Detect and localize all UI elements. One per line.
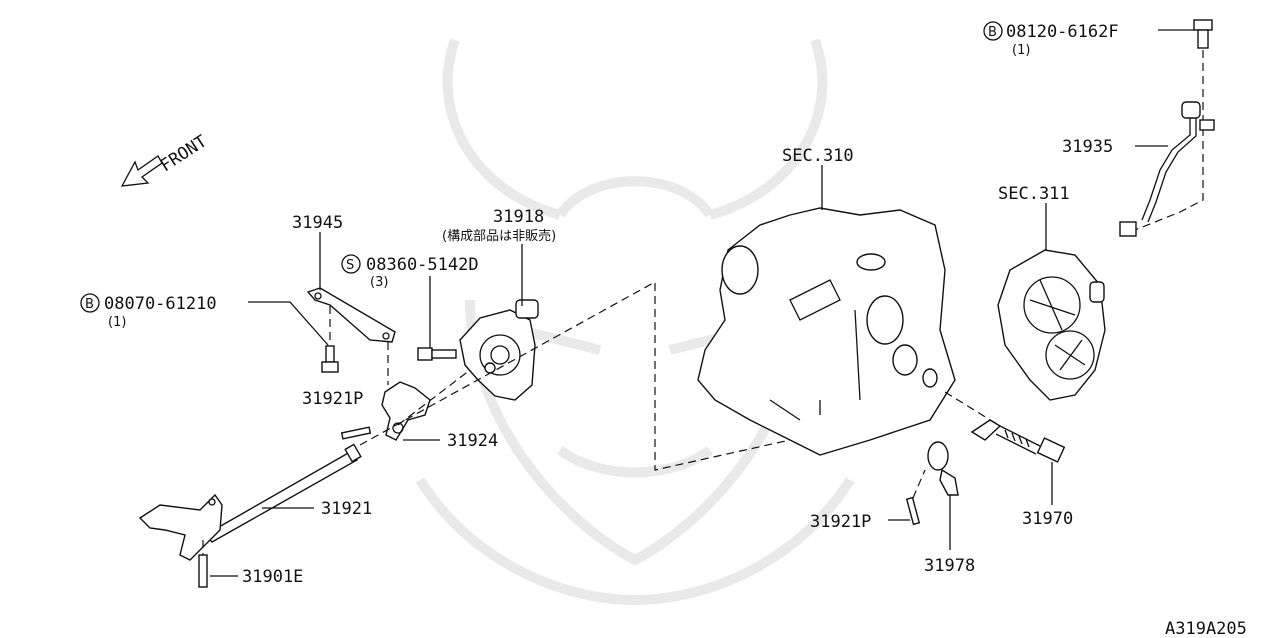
bolt-top-qty: (1) [1012, 43, 1030, 58]
pin-bottom [198, 554, 208, 588]
sec310-label: SEC.310 [782, 146, 854, 166]
bolt-left-badge: B [80, 293, 100, 313]
pin-left [340, 426, 372, 440]
harness-label: 31935 [1062, 137, 1113, 157]
pin-bottom-label: 31901E [242, 567, 303, 587]
front-arrow-icon [120, 155, 163, 187]
screw-badge: S [341, 254, 361, 274]
sec311-label: SEC.311 [998, 184, 1070, 204]
pin-left-label: 31921P [302, 389, 363, 409]
switch-harness [1119, 101, 1215, 237]
collar [927, 441, 959, 496]
sector-lever [381, 381, 431, 441]
shaft [138, 443, 362, 561]
diagram-code: A319A205 [1165, 619, 1247, 638]
shaft-label: 31921 [321, 499, 372, 519]
svg-text:S: S [346, 258, 354, 273]
pump-body [459, 299, 539, 401]
bolt-top-number: 08120-6162F [1006, 22, 1119, 42]
screw-qty: (3) [370, 275, 388, 290]
bolt-top-icon [1193, 19, 1213, 49]
pin-right [905, 496, 921, 526]
sensor-label: 31970 [1022, 509, 1073, 529]
pin-right-label: 31921P [810, 512, 871, 532]
bolt-left-icon [321, 345, 339, 373]
pump-label: 31918 [493, 207, 544, 227]
collar-label: 31978 [924, 556, 975, 576]
side-cover [997, 249, 1106, 401]
bracket-label: 31945 [292, 213, 343, 233]
bolt-left-qty: (1) [108, 315, 126, 330]
screw-number: 08360-5142D [366, 255, 479, 275]
transmission-case [697, 207, 956, 456]
leader-lines [210, 29, 1194, 577]
bracket [306, 287, 396, 343]
pump-note: (構成部品は非販売) [442, 228, 556, 244]
svg-text:B: B [988, 25, 997, 40]
front-label: FRONT [157, 132, 211, 177]
screw-icon [417, 347, 457, 361]
sensor [970, 419, 1066, 463]
lever-label: 31924 [447, 431, 498, 451]
bolt-left-number: 08070-61210 [104, 294, 217, 314]
svg-text:B: B [85, 297, 94, 312]
bolt-top-badge: B [983, 21, 1003, 41]
